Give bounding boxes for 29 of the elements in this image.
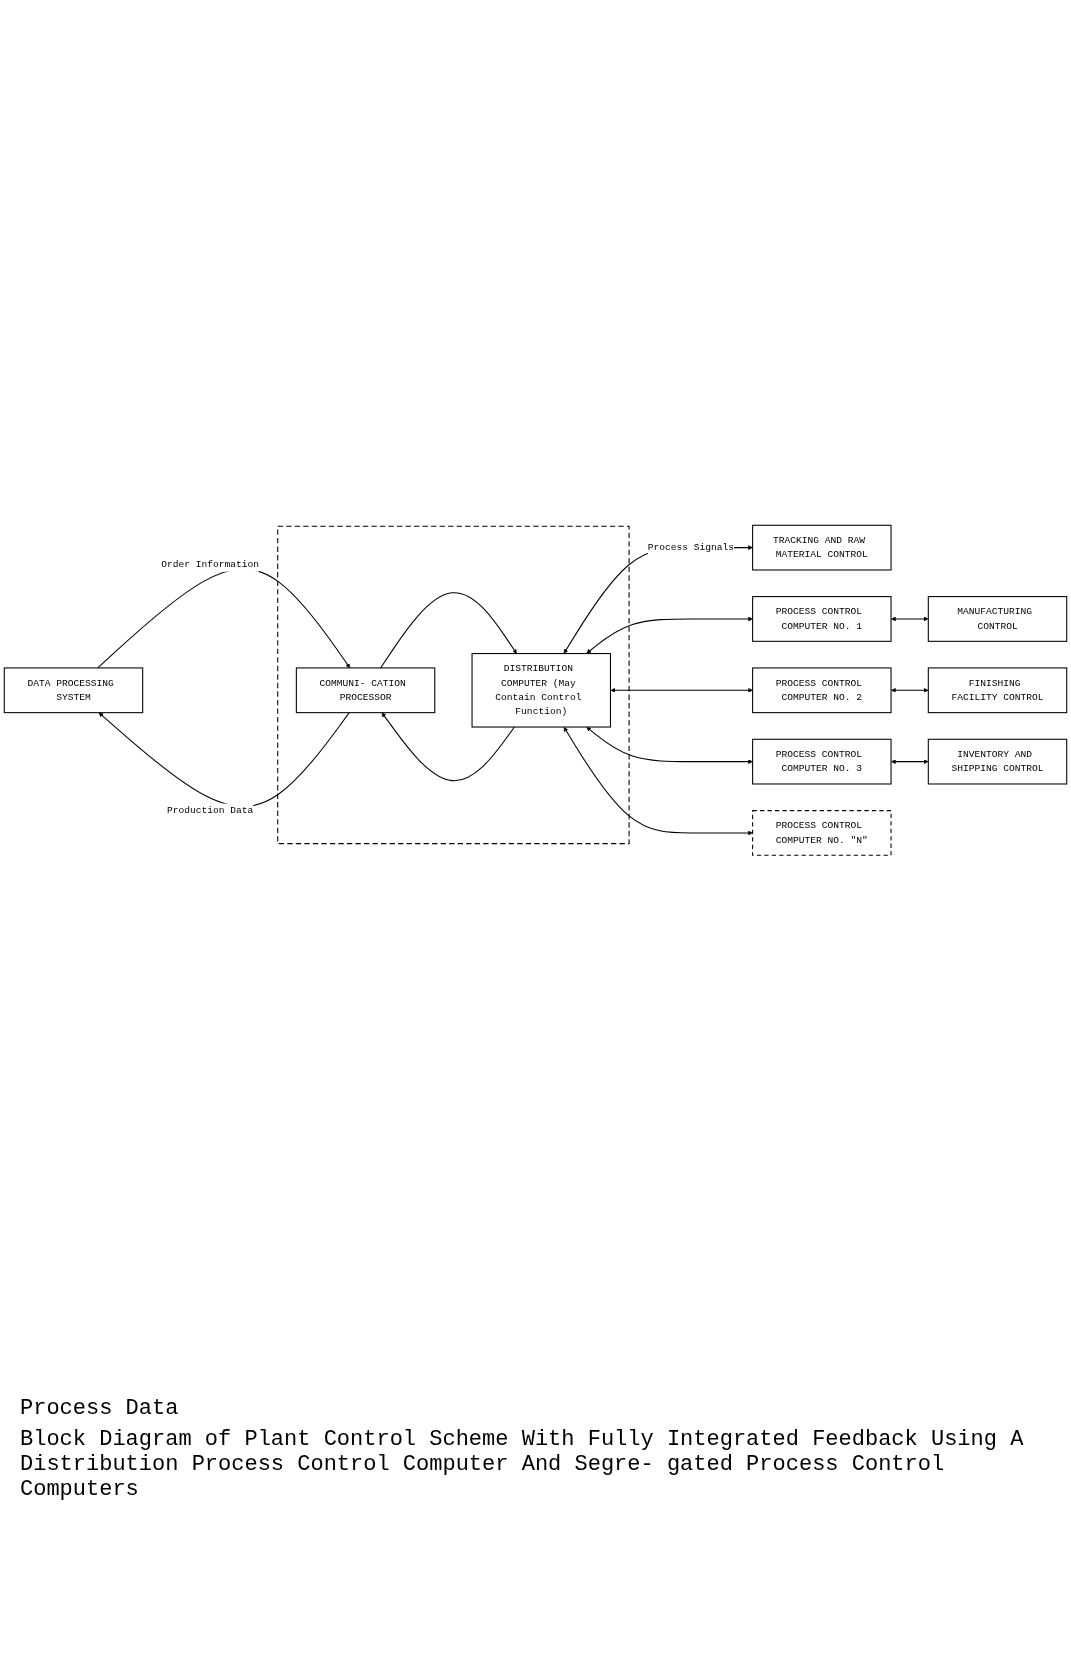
node-box: MANUFACTURING CONTROL bbox=[927, 595, 1068, 642]
arrow bbox=[97, 568, 351, 669]
node-box: PROCESS CONTROL COMPUTER NO. 3 bbox=[752, 738, 892, 785]
node-box: INVENTORY AND SHIPPING CONTROL bbox=[927, 738, 1068, 785]
note-label: Process Data bbox=[20, 1396, 180, 1421]
arrow bbox=[380, 592, 517, 669]
caption: Block Diagram of Plant Control Scheme With Fully Integrated Feedback Using A Distribution Process Control Computer And Segre- gated Process Control Computers bbox=[20, 1427, 1025, 1502]
arrow bbox=[98, 711, 350, 807]
node-box: PROCESS CONTROL COMPUTER NO. 1 bbox=[752, 595, 892, 642]
arrow bbox=[610, 687, 753, 693]
node-box: DATA PROCESSING SYSTEM bbox=[3, 667, 144, 713]
arrow bbox=[891, 759, 929, 764]
arrow bbox=[586, 616, 753, 654]
edge-label: Process Signals bbox=[647, 541, 734, 553]
arrow bbox=[381, 712, 515, 781]
node-box: PROCESS CONTROL COMPUTER NO. "N" bbox=[752, 809, 892, 856]
edge-label: Order Information bbox=[161, 558, 260, 570]
node-box: DISTRIBUTION COMPUTER (May Contain Control Function) bbox=[471, 652, 611, 728]
node-box: TRACKING AND RAW MATERIAL CONTROL bbox=[752, 524, 892, 571]
arrow bbox=[563, 545, 753, 654]
edge-label: Production Data bbox=[167, 804, 254, 816]
arrow bbox=[586, 726, 753, 764]
arrow bbox=[891, 616, 929, 621]
arrow bbox=[891, 687, 929, 693]
node-box: PROCESS CONTROL COMPUTER NO. 2 bbox=[752, 667, 892, 713]
node-box: COMMUNI- CATION PROCESSOR bbox=[295, 667, 436, 713]
arrow bbox=[563, 726, 753, 835]
node-box: FINISHING FACILITY CONTROL bbox=[927, 667, 1068, 713]
cluster bbox=[277, 525, 630, 844]
